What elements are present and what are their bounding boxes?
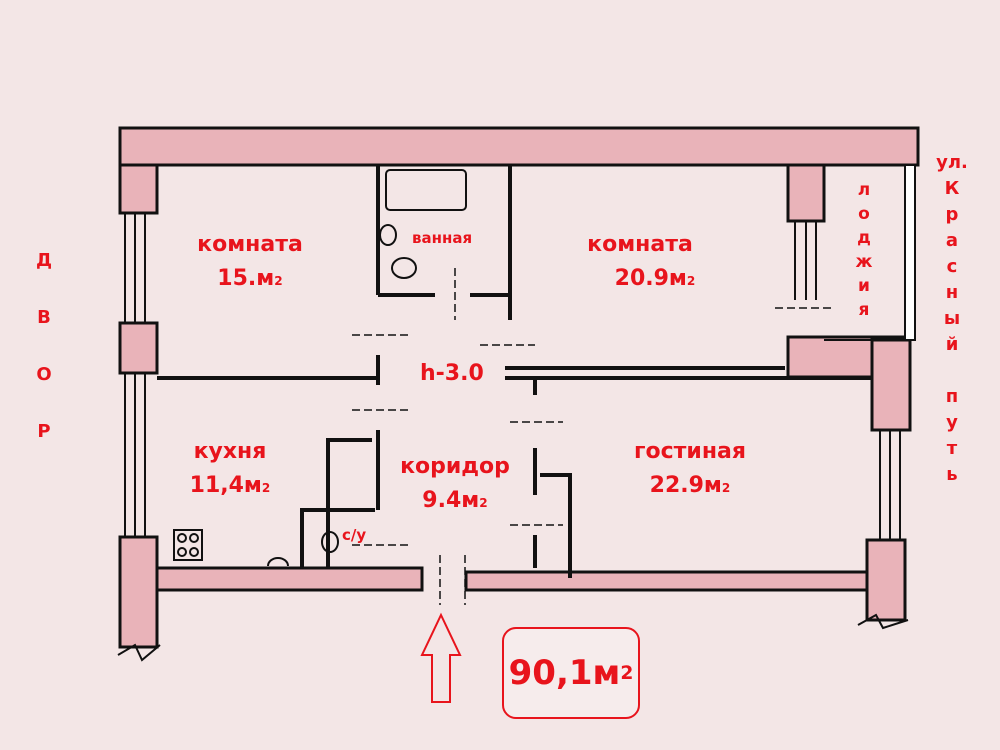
room-area: 9.4м2 xyxy=(422,488,488,513)
exterior-walls xyxy=(118,126,920,649)
yard-label: Д В О Р xyxy=(32,232,56,460)
toilet-icon xyxy=(321,531,339,553)
letter: н xyxy=(945,282,959,303)
letter: т xyxy=(946,438,958,459)
letter: с xyxy=(946,256,958,277)
sink-icon xyxy=(379,224,397,246)
letter: Д xyxy=(35,250,53,271)
street-label: ул. К р а с н ы й п у т ь xyxy=(932,150,972,488)
room-label-toilet: с/у xyxy=(342,526,367,544)
letter: О xyxy=(36,364,52,385)
letter: л xyxy=(857,180,871,200)
letter: и xyxy=(858,276,870,296)
unit-sub: 2 xyxy=(620,662,634,684)
letter: о xyxy=(858,204,870,224)
room-area: 15.м2 xyxy=(217,266,283,291)
letter: К xyxy=(944,178,960,199)
room-label-room2: комната 20.9м2 xyxy=(570,228,710,298)
room-name: гостиная xyxy=(634,439,746,464)
letter: ы xyxy=(943,308,961,329)
room-area: 11,4м2 xyxy=(189,473,271,498)
letter xyxy=(932,358,972,384)
sink-icon xyxy=(267,557,289,567)
interior-walls xyxy=(157,165,872,578)
room-name: коридор xyxy=(400,454,510,479)
bathtub-icon xyxy=(385,169,467,211)
total-area: 90,1м xyxy=(508,653,621,693)
room-name: комната xyxy=(197,232,303,257)
room-area: 22.9м2 xyxy=(649,473,731,498)
room-label-room1: комната 15.м2 xyxy=(180,228,320,298)
loggia-label: л о д ж и я xyxy=(852,178,876,322)
letter: Р xyxy=(37,421,51,442)
room-area: 20.9м2 xyxy=(614,266,696,291)
fixtures xyxy=(173,169,467,567)
room-name: комната xyxy=(587,232,693,257)
wall-break-marks xyxy=(117,613,909,662)
letter: ул. xyxy=(936,152,968,173)
letter: а xyxy=(945,230,959,251)
room-label-corridor: коридор 9.4м2 xyxy=(390,450,520,520)
room-name: кухня xyxy=(193,439,267,464)
ceiling-height: h-3.0 xyxy=(420,361,484,386)
letter: й xyxy=(945,334,959,355)
stove-icon xyxy=(173,529,203,561)
letter: р xyxy=(945,204,959,225)
letter: п xyxy=(945,386,959,407)
letter: д xyxy=(857,228,871,248)
entrance-arrow xyxy=(420,612,462,703)
letter: я xyxy=(858,300,870,320)
letter: у xyxy=(946,412,958,433)
letter: В xyxy=(37,307,51,328)
window-frames xyxy=(124,164,916,540)
letter: ь xyxy=(946,464,958,485)
letter: ж xyxy=(855,252,873,272)
room-label-bathroom: ванная xyxy=(412,229,473,247)
room-label-living: гостиная 22.9м2 xyxy=(620,435,760,505)
door-marks xyxy=(352,268,835,605)
room-label-kitchen: кухня 11,4м2 xyxy=(170,435,290,505)
toilet-icon xyxy=(391,257,417,279)
